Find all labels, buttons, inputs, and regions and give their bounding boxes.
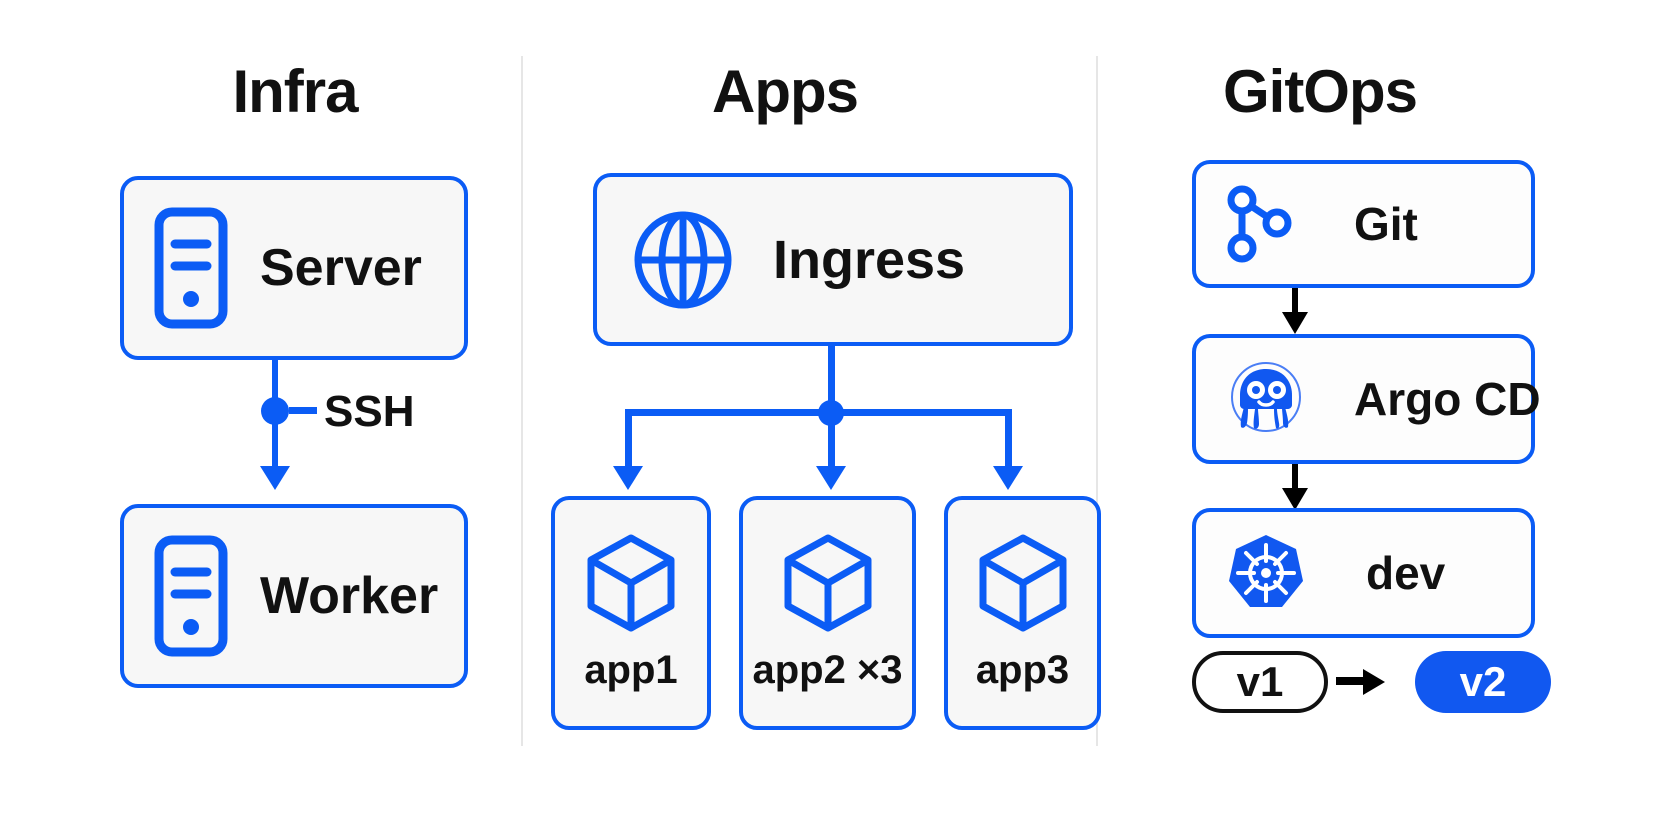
edge-git-argocd-arrowhead (1282, 312, 1308, 334)
version-pill-v1[interactable]: v1 (1192, 651, 1328, 713)
node-ingress[interactable]: Ingress (593, 173, 1073, 346)
git-branch-icon (1224, 182, 1296, 266)
globe-icon (631, 208, 735, 312)
argo-octopus-icon (1224, 357, 1308, 441)
node-git[interactable]: Git (1192, 160, 1535, 288)
column-divider-1 (521, 56, 523, 746)
node-worker[interactable]: Worker (120, 504, 468, 688)
node-server[interactable]: Server (120, 176, 468, 360)
kubernetes-helm-icon (1224, 531, 1308, 615)
arrow-right-icon (1363, 669, 1385, 695)
edge-argocd-dev-line (1292, 464, 1298, 492)
edge-server-worker-arrowhead (260, 466, 290, 490)
edge-server-worker-dot (261, 397, 289, 425)
node-argocd-label: Argo CD (1354, 373, 1541, 425)
node-argocd[interactable]: Argo CD (1192, 334, 1541, 464)
cube-icon (782, 533, 874, 638)
node-server-label: Server (260, 239, 422, 297)
version-pill-v2[interactable]: v2 (1415, 651, 1551, 713)
edge-ingress-app1-arrowhead (613, 466, 643, 490)
node-worker-label: Worker (260, 567, 439, 625)
app-card-app2[interactable]: app2 ×3 (739, 496, 916, 730)
node-ingress-label: Ingress (773, 229, 966, 290)
server-tower-icon (154, 535, 228, 657)
edge-ingress-app3-line (1005, 409, 1012, 472)
node-git-label: Git (1354, 198, 1418, 250)
column-divider-2 (1096, 56, 1098, 746)
app-card-app1-caption: app1 (584, 648, 678, 692)
node-dev-label: dev (1366, 547, 1446, 599)
edge-ingress-app2-arrowhead (816, 466, 846, 490)
cube-icon (585, 533, 677, 638)
edge-git-argocd-line (1292, 288, 1298, 316)
edge-argocd-dev-arrowhead (1282, 488, 1308, 510)
column-title-infra: Infra (232, 58, 358, 125)
edge-ingress-app1-line (625, 409, 632, 472)
edge-label-ssh: SSH (324, 387, 415, 436)
edge-server-worker-label-tick (289, 407, 317, 414)
app-card-app1[interactable]: app1 (551, 496, 711, 730)
column-title-apps: Apps (712, 58, 859, 125)
app-card-app3-caption: app3 (975, 648, 1070, 692)
node-dev[interactable]: dev (1192, 508, 1535, 638)
cube-icon (977, 533, 1069, 638)
column-title-gitops: GitOps (1222, 58, 1418, 125)
app-card-app3[interactable]: app3 (944, 496, 1101, 730)
app-card-app2-caption: app2 ×3 (752, 648, 903, 692)
edge-ingress-app2-line (828, 409, 835, 472)
edge-ingress-trunk (828, 346, 835, 412)
version-flow-arrow-shaft (1336, 677, 1366, 685)
server-tower-icon (154, 207, 228, 329)
edge-ingress-app3-arrowhead (993, 466, 1023, 490)
